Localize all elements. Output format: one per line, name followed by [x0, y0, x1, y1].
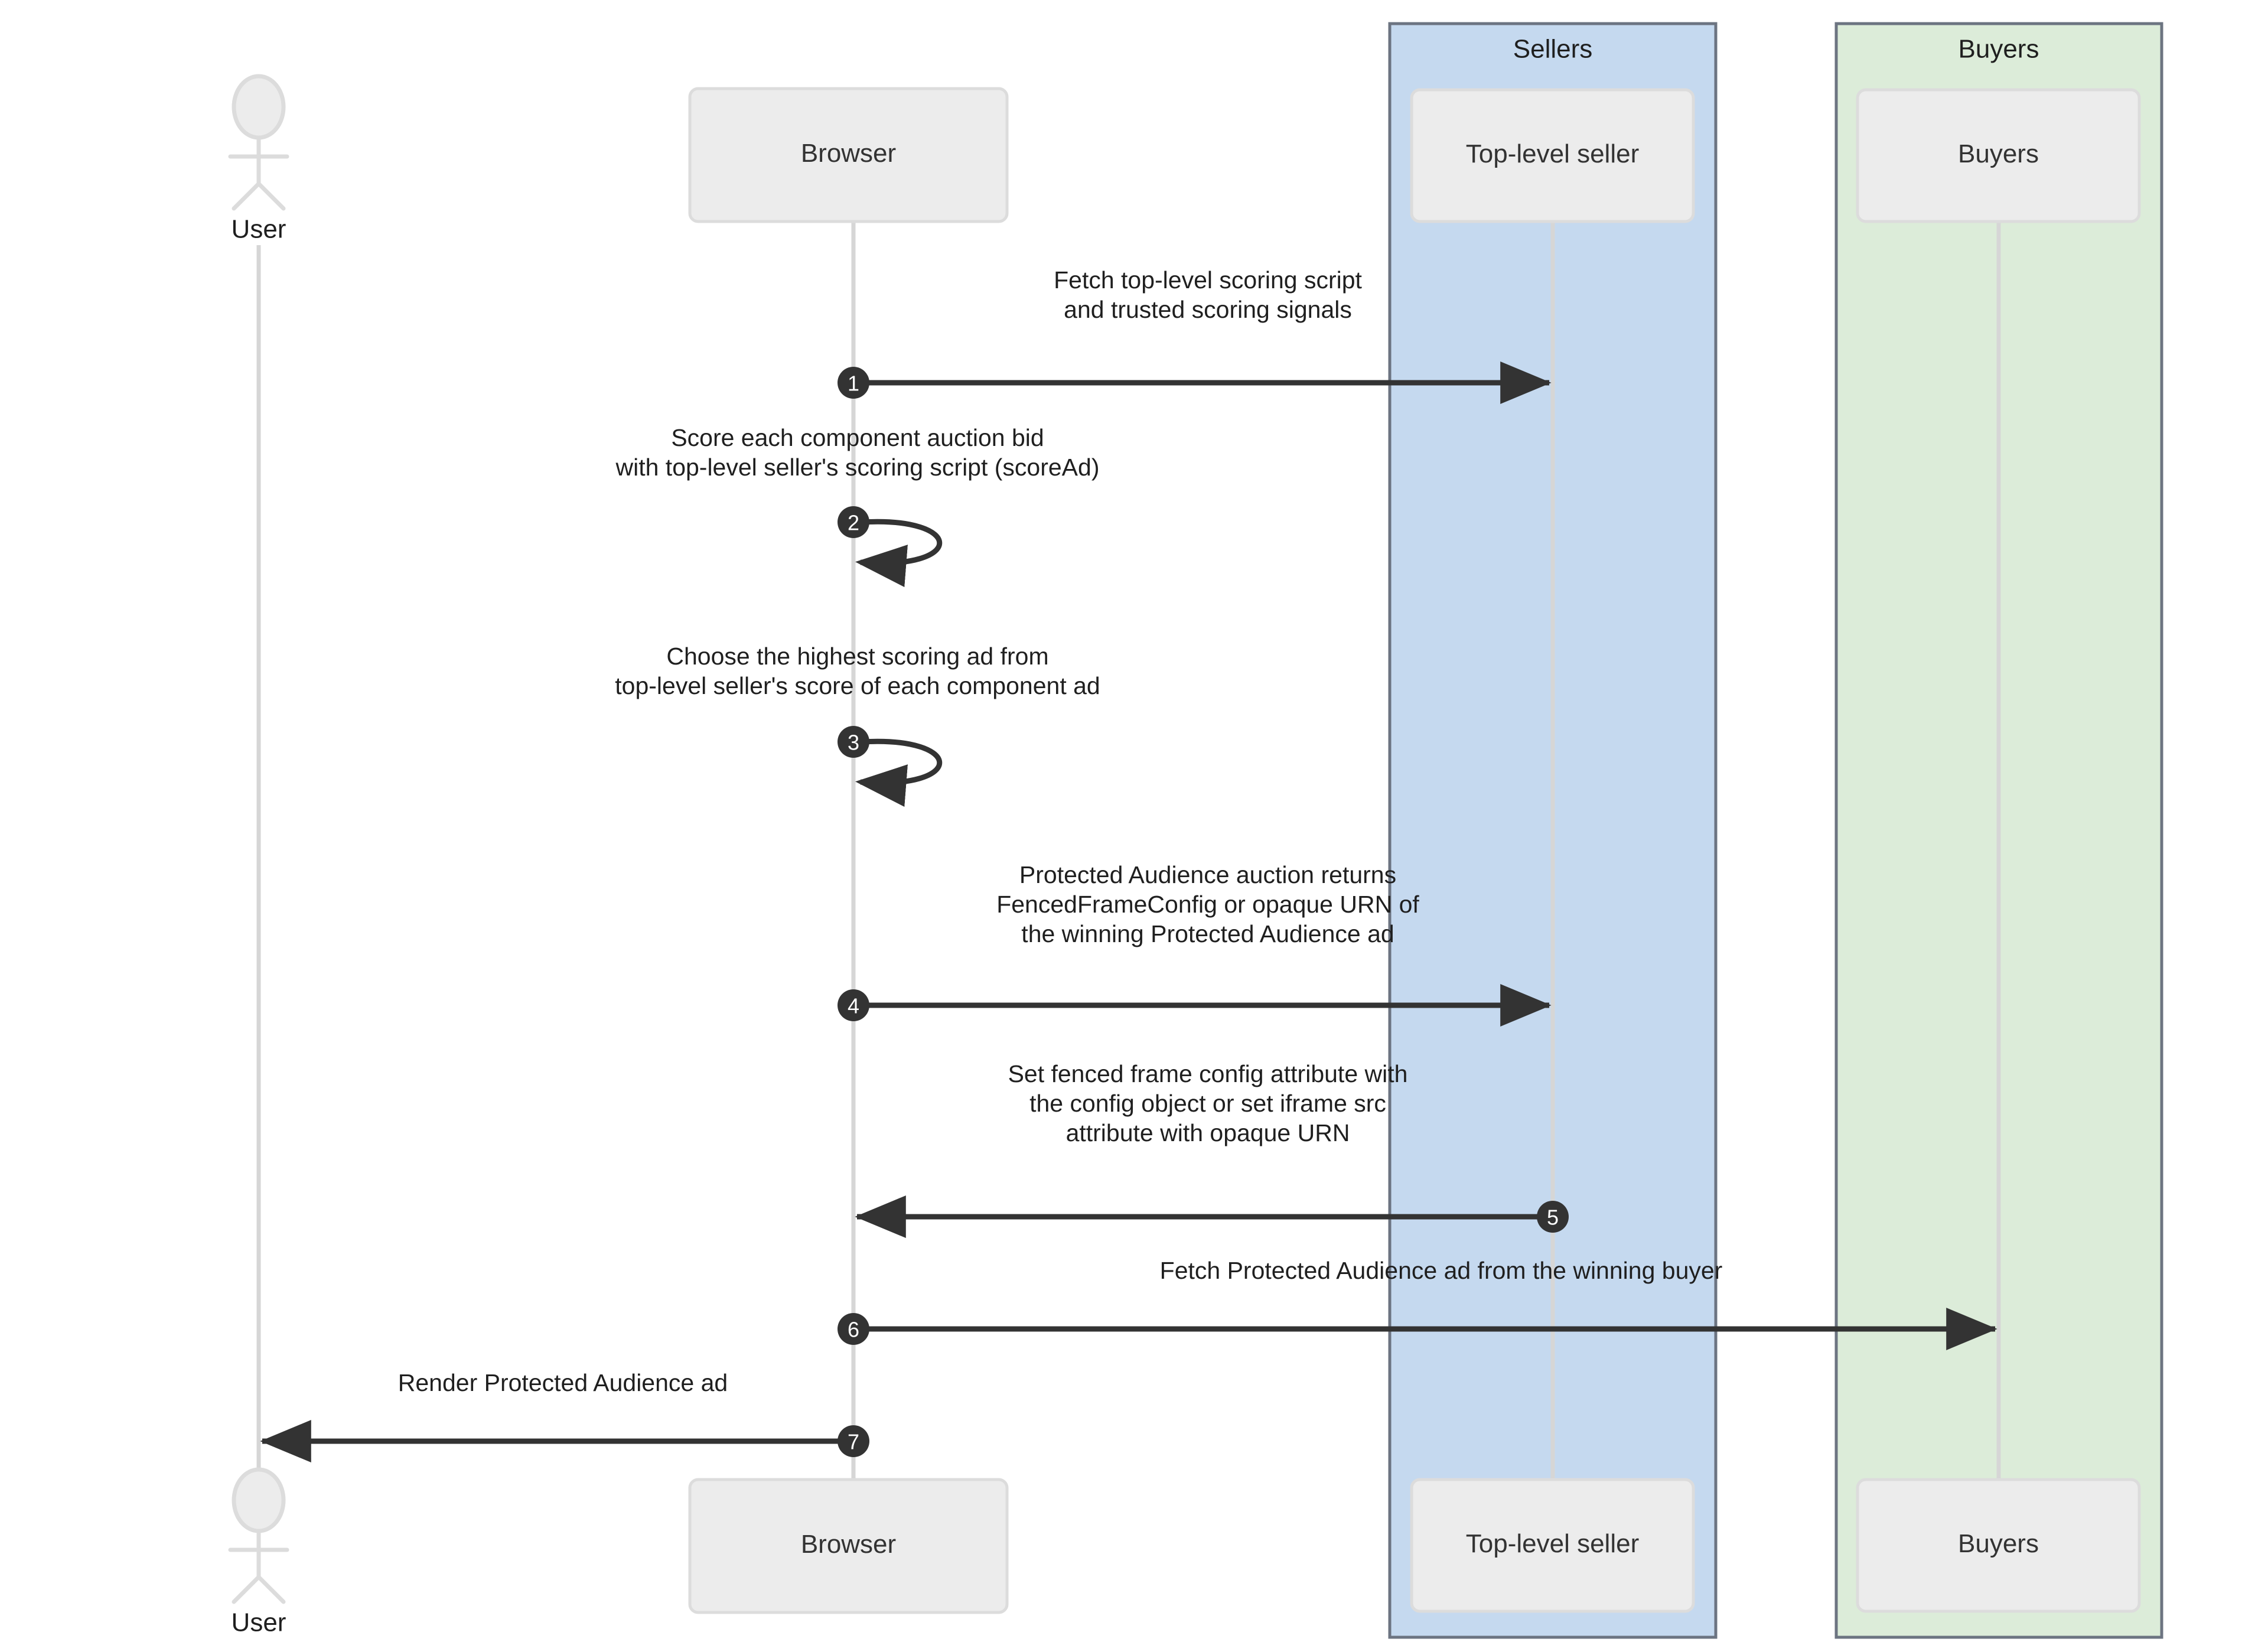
message-label-line: attribute with opaque URN [1066, 1119, 1350, 1146]
participant-box [688, 1478, 1009, 1614]
participant-label: Browser [801, 139, 896, 168]
participant-label: Browser [801, 1530, 896, 1559]
message-label: Render Protected Audience ad [398, 1369, 728, 1396]
participant-box [1410, 88, 1695, 223]
participant-browser-top[interactable]: Browser [688, 87, 1009, 223]
actor-user-bottom[interactable]: User [228, 1467, 289, 1637]
message-label-line: Fetch Protected Audience ad from the win… [1160, 1257, 1723, 1284]
participant-buyers-top[interactable]: Buyers [1856, 88, 2141, 223]
participant-box [688, 87, 1009, 223]
message-6[interactable]: Fetch Protected Audience ad from the win… [838, 1257, 1997, 1350]
self-loop-arrow [855, 519, 943, 587]
message-number-badge[interactable] [838, 367, 869, 399]
participant-label: Buyers [1958, 139, 2039, 168]
participant-label: Buyers [1958, 1529, 2039, 1558]
message-label-line: the config object or set iframe src [1029, 1090, 1386, 1117]
actor-head-icon [232, 74, 286, 140]
message-label-line: Fetch top-level scoring script [1054, 266, 1362, 294]
message-5[interactable]: Set fenced frame config attribute with th… [855, 1060, 1569, 1238]
lifelines [256, 221, 2001, 1480]
participant-label: Top-level seller [1466, 139, 1639, 168]
participant-box [1410, 1478, 1695, 1613]
message-number-badge[interactable] [838, 1313, 869, 1345]
actor-body-icon [228, 135, 289, 211]
message-number: 4 [848, 994, 859, 1018]
participant-browser-bottom[interactable]: Browser [688, 1478, 1009, 1614]
message-label-line: the winning Protected Audience ad [1021, 920, 1394, 947]
message-number-badge[interactable] [838, 1425, 869, 1457]
message-number: 7 [848, 1430, 859, 1454]
message-label-line: Set fenced frame config attribute with [1008, 1060, 1408, 1087]
participant-buyers-bottom[interactable]: Buyers [1856, 1478, 2141, 1613]
participant-top-level-seller-top[interactable]: Top-level seller [1410, 88, 1695, 223]
message-label-line: FencedFrameConfig or opaque URN of [996, 891, 1419, 918]
message-2[interactable]: Score each component auction bid with top… [615, 424, 1100, 587]
message-label: Set fenced frame config attribute with th… [1008, 1060, 1408, 1146]
participant-label: Top-level seller [1466, 1529, 1639, 1558]
message-number: 5 [1547, 1206, 1559, 1230]
message-number-badge[interactable] [838, 726, 869, 758]
message-number: 3 [848, 731, 859, 755]
message-label: Score each component auction bid with top… [615, 424, 1100, 481]
actor-head-icon [232, 1467, 286, 1533]
message-label-line: Choose the highest scoring ad from [666, 643, 1048, 670]
message-label-line: Render Protected Audience ad [398, 1369, 728, 1396]
group-sellers-label: Sellers [1513, 35, 1593, 64]
actor-user-label-bottom: User [232, 1608, 286, 1637]
participant-box [1856, 88, 2141, 223]
actor-user-label-top: User [232, 215, 286, 244]
message-number: 6 [848, 1318, 859, 1342]
message-label-line: with top-level seller's scoring script (… [615, 454, 1100, 481]
message-number-badge[interactable] [838, 989, 869, 1021]
message-7[interactable]: Render Protected Audience ad 7 [260, 1369, 869, 1462]
message-label-line: Protected Audience auction returns [1019, 861, 1396, 888]
message-label-line: top-level seller's score of each compone… [615, 672, 1100, 699]
message-number-badge[interactable] [1537, 1201, 1569, 1233]
actor-body-icon [228, 1529, 289, 1604]
message-label-line: Score each component auction bid [671, 424, 1044, 451]
message-label-line: and trusted scoring signals [1064, 296, 1352, 323]
message-label: Fetch Protected Audience ad from the win… [1160, 1257, 1723, 1284]
message-number: 1 [848, 372, 859, 396]
self-loop-arrow [855, 738, 943, 807]
participant-box [1856, 1478, 2141, 1613]
participant-top-level-seller-bottom[interactable]: Top-level seller [1410, 1478, 1695, 1613]
message-number: 2 [848, 511, 859, 535]
message-number-badge[interactable] [838, 506, 869, 538]
group-buyers-label: Buyers [1959, 35, 2039, 64]
actor-user-top[interactable]: User [228, 74, 289, 244]
